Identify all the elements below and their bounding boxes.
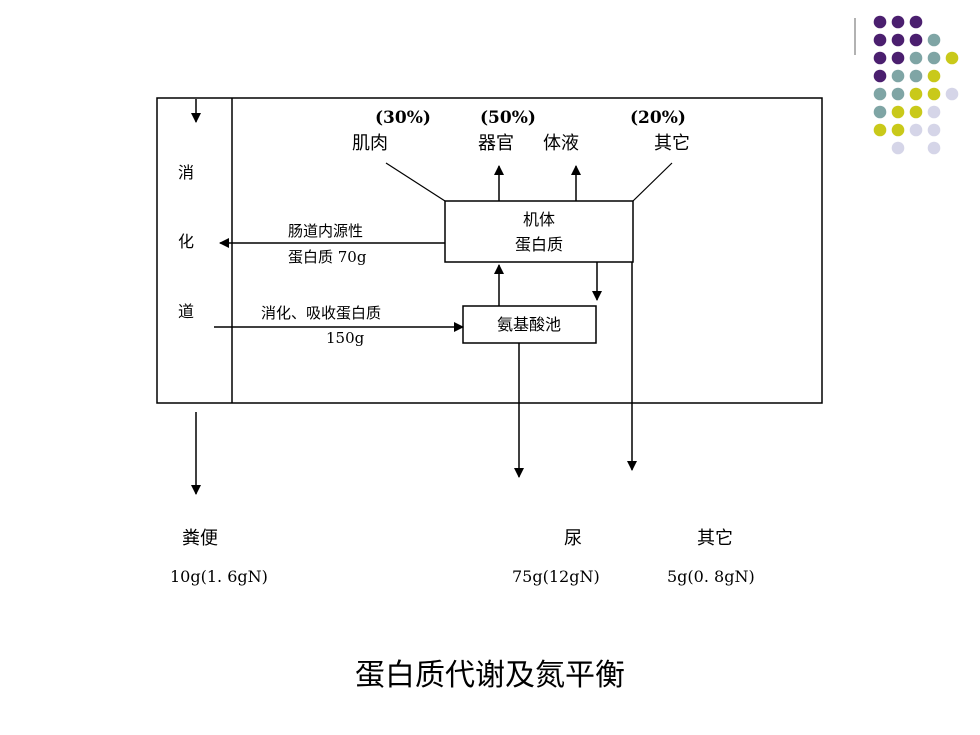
out-urine-label: 尿 bbox=[564, 528, 582, 549]
decorative-dot bbox=[909, 33, 923, 47]
decorative-dot bbox=[891, 69, 905, 83]
decorative-dot bbox=[909, 15, 923, 29]
body-protein-line1: 机体 bbox=[523, 210, 555, 229]
decorative-dot bbox=[927, 123, 941, 137]
connector-muscle bbox=[385, 162, 446, 202]
decorative-dot bbox=[927, 105, 941, 119]
endogenous-label-2: 蛋白质 70g bbox=[288, 248, 367, 266]
decorative-dot bbox=[927, 51, 941, 65]
tract-char-3: 道 bbox=[178, 302, 194, 321]
decorative-dot bbox=[873, 87, 887, 101]
decorative-dot bbox=[891, 123, 905, 137]
percent-other: (20%) bbox=[630, 108, 686, 128]
amino-acid-pool-label: 氨基酸池 bbox=[497, 315, 561, 334]
decorative-dot bbox=[909, 69, 923, 83]
decorative-dot bbox=[873, 123, 887, 137]
label-muscle: 肌肉 bbox=[352, 133, 388, 154]
decorative-dot bbox=[891, 51, 905, 65]
decorative-dot bbox=[945, 87, 959, 101]
decorative-dot bbox=[945, 51, 959, 65]
decorative-dot bbox=[873, 51, 887, 65]
decorative-dot bbox=[891, 105, 905, 119]
absorbed-label-2: 150g bbox=[326, 329, 365, 347]
decorative-dot bbox=[891, 33, 905, 47]
body-frame bbox=[156, 97, 823, 404]
tract-char-1: 消 bbox=[178, 163, 194, 182]
decorative-dot bbox=[927, 141, 941, 155]
label-organs: 器官 bbox=[478, 133, 514, 154]
decorative-dot bbox=[873, 105, 887, 119]
amino-acid-pool-box bbox=[462, 305, 597, 344]
decorative-dot bbox=[927, 33, 941, 47]
percent-organs: (50%) bbox=[480, 108, 536, 128]
decorative-dot bbox=[909, 51, 923, 65]
out-feces-value: 10g(1. 6gN) bbox=[170, 567, 268, 586]
decorative-dot bbox=[891, 15, 905, 29]
decorative-dot bbox=[891, 87, 905, 101]
decorative-dot bbox=[873, 15, 887, 29]
out-urine-value: 75g(12gN) bbox=[512, 567, 600, 586]
body-protein-line2: 蛋白质 bbox=[515, 235, 563, 254]
decorative-dot bbox=[873, 69, 887, 83]
decorative-dot bbox=[909, 87, 923, 101]
out-other-label: 其它 bbox=[697, 528, 733, 549]
tract-char-2: 化 bbox=[178, 232, 194, 251]
decorative-dot bbox=[873, 33, 887, 47]
label-fluids: 体液 bbox=[543, 133, 579, 154]
connector-other bbox=[632, 162, 673, 202]
percent-muscle: (30%) bbox=[375, 108, 431, 128]
decorative-dot bbox=[909, 105, 923, 119]
out-other-value: 5g(0. 8gN) bbox=[667, 567, 755, 586]
out-feces-label: 粪便 bbox=[182, 528, 218, 549]
body-protein-box bbox=[444, 200, 634, 263]
decorative-dot bbox=[891, 141, 905, 155]
absorbed-label-1: 消化、吸收蛋白质 bbox=[261, 304, 381, 322]
label-other-top: 其它 bbox=[654, 133, 690, 154]
decorative-dot bbox=[909, 123, 923, 137]
decorative-dot bbox=[927, 69, 941, 83]
decorative-dot bbox=[927, 87, 941, 101]
slide-caption: 蛋白质代谢及氮平衡 bbox=[355, 658, 625, 693]
decorative-dot-grid bbox=[873, 15, 959, 155]
endogenous-label-1: 肠道内源性 bbox=[288, 222, 363, 240]
